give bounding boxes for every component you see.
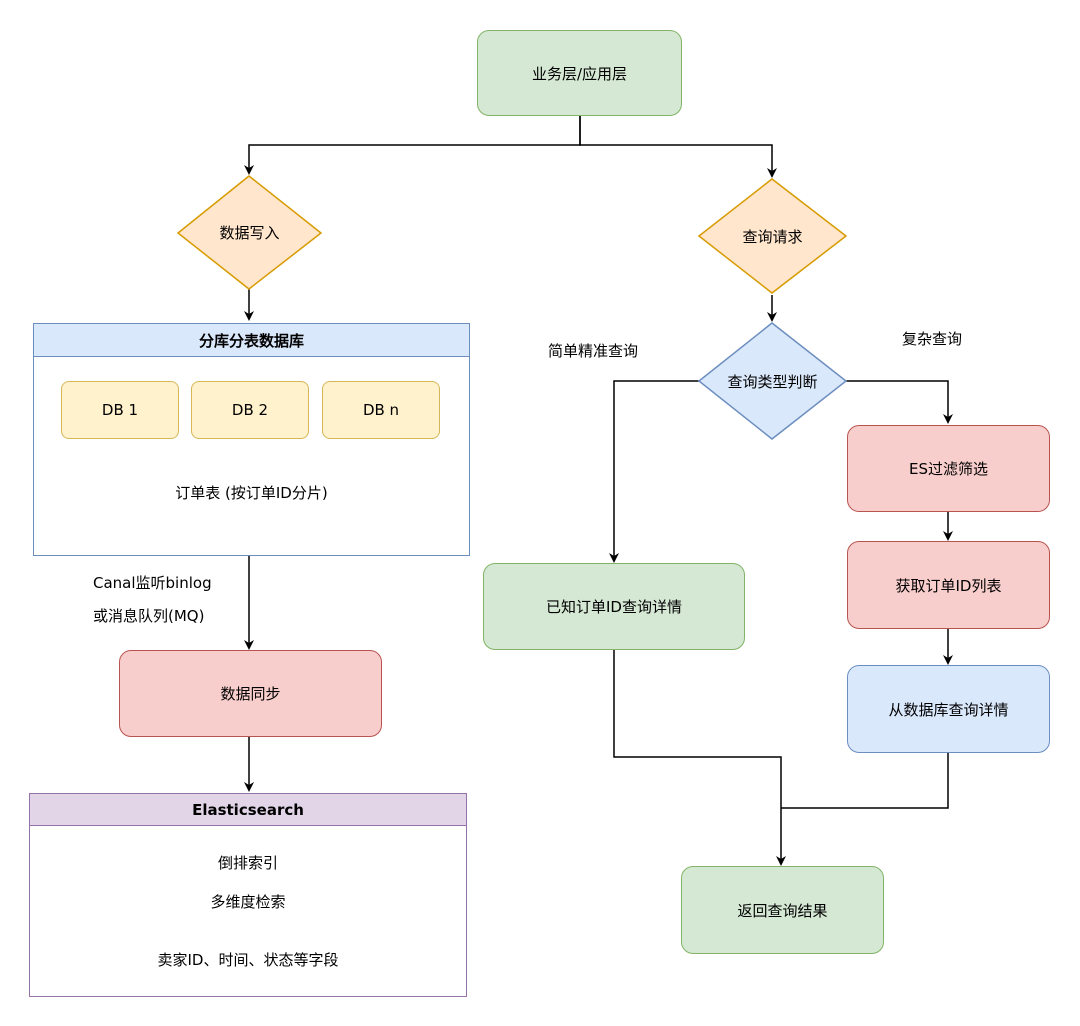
es-filter-node: ES过滤筛选 [847, 425, 1050, 512]
query-decision-shape [697, 178, 848, 294]
write-decision-label: 数据写入 [219, 224, 280, 242]
data-sync-label: 数据同步 [220, 685, 281, 703]
sharded-db-title: 分库分表数据库 [34, 324, 469, 357]
edge-type-to-simple [609, 380, 700, 563]
edge-app-to-write [244, 116, 581, 175]
simple-query-node: 已知订单ID查询详情 [483, 563, 745, 650]
type-decision-label: 查询类型判断 [727, 372, 818, 391]
es-feature-inverted-index: 倒排索引 [217, 854, 278, 872]
db-shard-1: DB 1 [61, 381, 179, 439]
get-ids-node: 获取订单ID列表 [847, 541, 1050, 629]
elasticsearch-container: Elasticsearch 倒排索引 多维度检索 卖家ID、时间、状态等字段 [29, 793, 467, 997]
sync-label-mq: 或消息队列(MQ) [93, 607, 205, 625]
query-decision-label: 查询请求 [742, 227, 803, 246]
es-feature-multidim-search: 多维度检索 [210, 893, 286, 911]
get-ids-label: 获取订单ID列表 [895, 576, 1002, 595]
result-label: 返回查询结果 [737, 901, 828, 920]
type-decision-shape [697, 322, 848, 440]
db-shard-2: DB 2 [191, 381, 309, 439]
simple-query-label: 简单精准查询 [548, 342, 639, 360]
result-node: 返回查询结果 [681, 866, 884, 954]
app-layer-node: 业务层/应用层 [477, 30, 682, 116]
order-table-note: 订单表 (按订单ID分片) [175, 484, 328, 502]
db-detail-node: 从数据库查询详情 [847, 665, 1050, 753]
elasticsearch-title: Elasticsearch [30, 794, 466, 826]
write-decision-shape [176, 175, 323, 290]
es-feature-fields: 卖家ID、时间、状态等字段 [157, 951, 339, 969]
complex-query-label: 复杂查询 [902, 330, 963, 348]
sync-label-canal: Canal监听binlog [93, 574, 212, 592]
edge-simple-to-result [613, 649, 786, 866]
edge-db-detail-to-result [781, 752, 949, 809]
sharded-db-container: 分库分表数据库 DB 1 DB 2 DB n 订单表 (按订单ID分片) [33, 323, 470, 556]
data-sync-node: 数据同步 [119, 650, 382, 737]
es-filter-label: ES过滤筛选 [909, 460, 988, 478]
edge-type-to-es-filter [846, 380, 953, 424]
simple-query-node-label: 已知订单ID查询详情 [546, 598, 682, 616]
app-layer-label: 业务层/应用层 [531, 64, 628, 83]
db-detail-label: 从数据库查询详情 [888, 700, 1009, 719]
db-shard-n: DB n [322, 381, 440, 439]
edge-app-to-query [579, 116, 777, 178]
